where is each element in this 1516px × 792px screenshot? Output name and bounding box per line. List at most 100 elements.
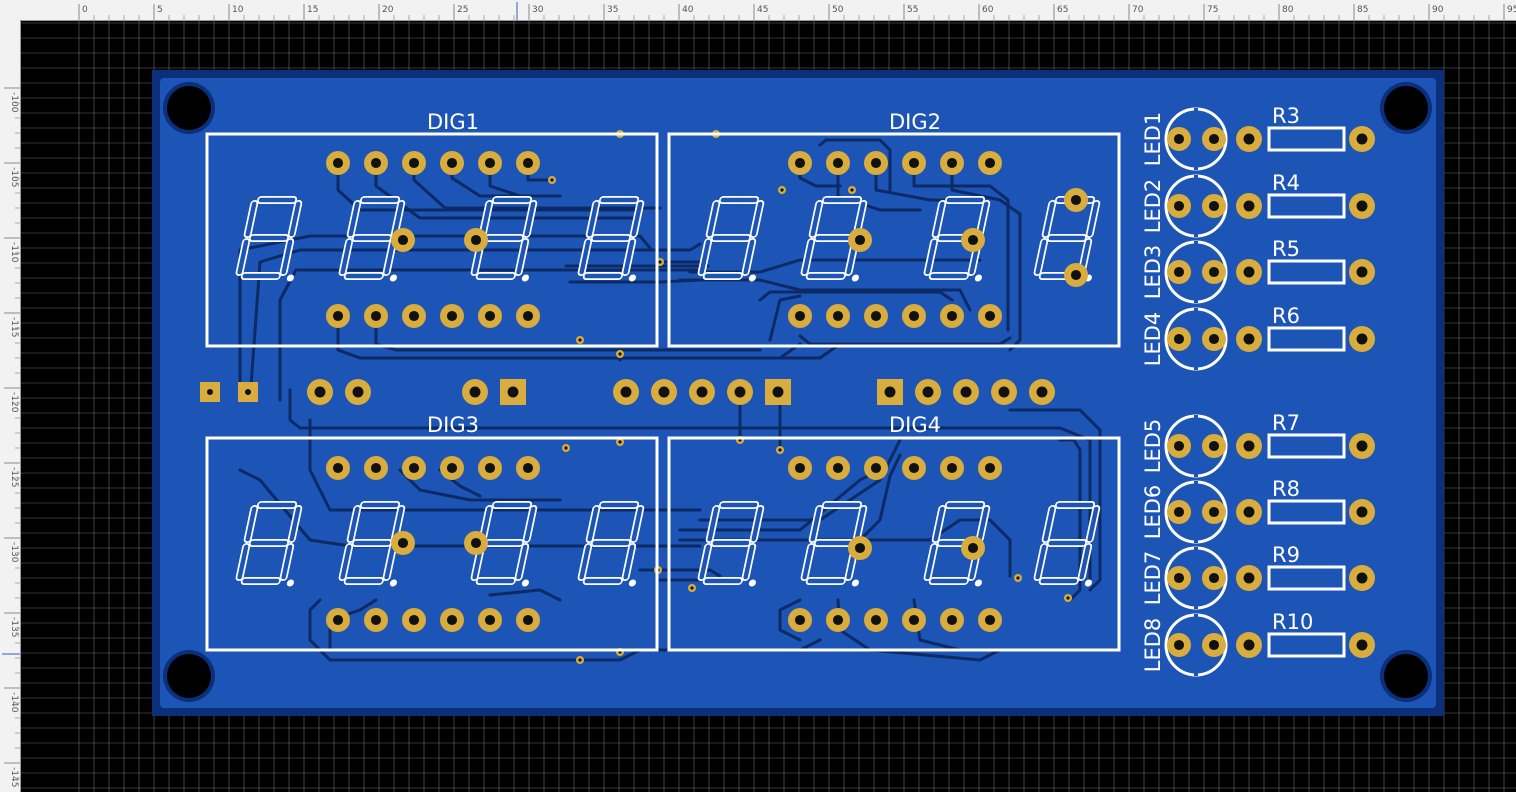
mounting-hole[interactable] (167, 86, 211, 130)
resistor-outline[interactable] (1267, 565, 1346, 591)
resistor-outline[interactable] (1267, 259, 1346, 285)
segment-inner (743, 239, 755, 275)
copper-trace (678, 518, 1012, 578)
led-designator: LED7 (1141, 551, 1165, 606)
via-hole (550, 178, 554, 182)
drill-hole (522, 310, 534, 322)
drill-hole (1356, 266, 1368, 278)
display-designator: DIG2 (889, 110, 941, 134)
ruler-label: -145 (9, 767, 19, 787)
decimal-point (1084, 579, 1092, 587)
ruler-label: -135 (9, 617, 19, 637)
segment-inner (237, 239, 249, 275)
drill-hole (1243, 133, 1255, 145)
copper-trace (778, 598, 802, 642)
segment-inner (516, 544, 528, 580)
drill-hole (946, 614, 958, 626)
segment-inner (631, 201, 643, 237)
segment-inner (1043, 506, 1055, 542)
resistor-outline[interactable] (1267, 632, 1346, 658)
led-flat (1194, 108, 1198, 170)
display-outline[interactable] (205, 436, 659, 652)
drill-hole (854, 234, 866, 246)
copper-trace (488, 588, 562, 602)
seven-segment-digit (235, 196, 303, 282)
ruler-label: 15 (307, 5, 318, 15)
drill-hole (1243, 440, 1255, 452)
ruler-label: 0 (82, 5, 88, 15)
ruler-label: 95 (1507, 5, 1516, 15)
drill-hole (332, 614, 344, 626)
led-designator: LED4 (1141, 312, 1165, 367)
drill-hole (854, 542, 866, 554)
drill-hole (1208, 639, 1220, 651)
mounting-hole[interactable] (1384, 654, 1428, 698)
led-flat (1194, 547, 1198, 609)
drill-hole (960, 386, 972, 398)
drill-hole (1243, 572, 1255, 584)
via-hole (778, 448, 782, 452)
segment-inner (977, 201, 989, 237)
drill-hole (832, 310, 844, 322)
led-flat (1194, 241, 1198, 303)
resistor-outline[interactable] (1267, 433, 1346, 459)
display-outline[interactable] (205, 132, 659, 348)
segment-inner (802, 544, 814, 580)
led-flat (1194, 415, 1198, 477)
segment-inner (810, 506, 822, 542)
resistor-outline[interactable] (1267, 499, 1346, 525)
ruler-label: 90 (1432, 5, 1444, 15)
drill-hole (446, 462, 458, 474)
drill-hole (908, 614, 920, 626)
display-outline[interactable] (667, 436, 1121, 652)
resistor-outline[interactable] (1267, 126, 1346, 152)
drill-hole (1173, 506, 1185, 518)
mounting-hole[interactable] (1384, 86, 1428, 130)
drill-hole (984, 157, 996, 169)
segment-inner (392, 201, 404, 237)
drill-hole (984, 614, 996, 626)
segment-inner (516, 239, 528, 275)
resistor-outline[interactable] (1267, 326, 1346, 352)
ruler-label: 35 (607, 5, 618, 15)
segment-inner (348, 506, 360, 542)
segment-inner (623, 544, 635, 580)
decimal-point (628, 274, 636, 282)
via-hole (690, 586, 694, 590)
resistor-designator: R10 (1272, 610, 1313, 634)
seven-segment-digit (697, 501, 765, 587)
pads (200, 126, 1375, 658)
decimal-point (286, 579, 294, 587)
decimal-point (521, 579, 529, 587)
led-flat (1194, 481, 1198, 543)
drill-hole (1173, 639, 1185, 651)
display-designator: DIG1 (427, 110, 479, 134)
resistor-outline[interactable] (1267, 193, 1346, 219)
segment-inner (587, 201, 599, 237)
display-outline[interactable] (667, 132, 1121, 348)
drill-hole (946, 157, 958, 169)
drill-hole (794, 157, 806, 169)
led-designator: LED2 (1141, 179, 1165, 234)
drill-hole (832, 614, 844, 626)
led-designator: LED3 (1141, 245, 1165, 300)
segment-inner (480, 201, 492, 237)
drill-hole (332, 462, 344, 474)
drill-hole (984, 310, 996, 322)
drill-hole (967, 234, 979, 246)
left-ruler[interactable]: -100-105-110-115-120-125-130-135-140-145 (0, 20, 21, 792)
segment-inner (699, 544, 711, 580)
mounting-hole[interactable] (167, 654, 211, 698)
ruler-label: -115 (9, 317, 19, 337)
segment-inner (802, 239, 814, 275)
resistor-designator: R9 (1272, 543, 1300, 567)
segment-inner (579, 544, 591, 580)
ruler-label: -105 (9, 167, 19, 187)
segment-inner (281, 544, 293, 580)
resistor-designator: R3 (1272, 104, 1300, 128)
drill-hole (1356, 639, 1368, 651)
display-designator: DIG4 (889, 413, 941, 437)
